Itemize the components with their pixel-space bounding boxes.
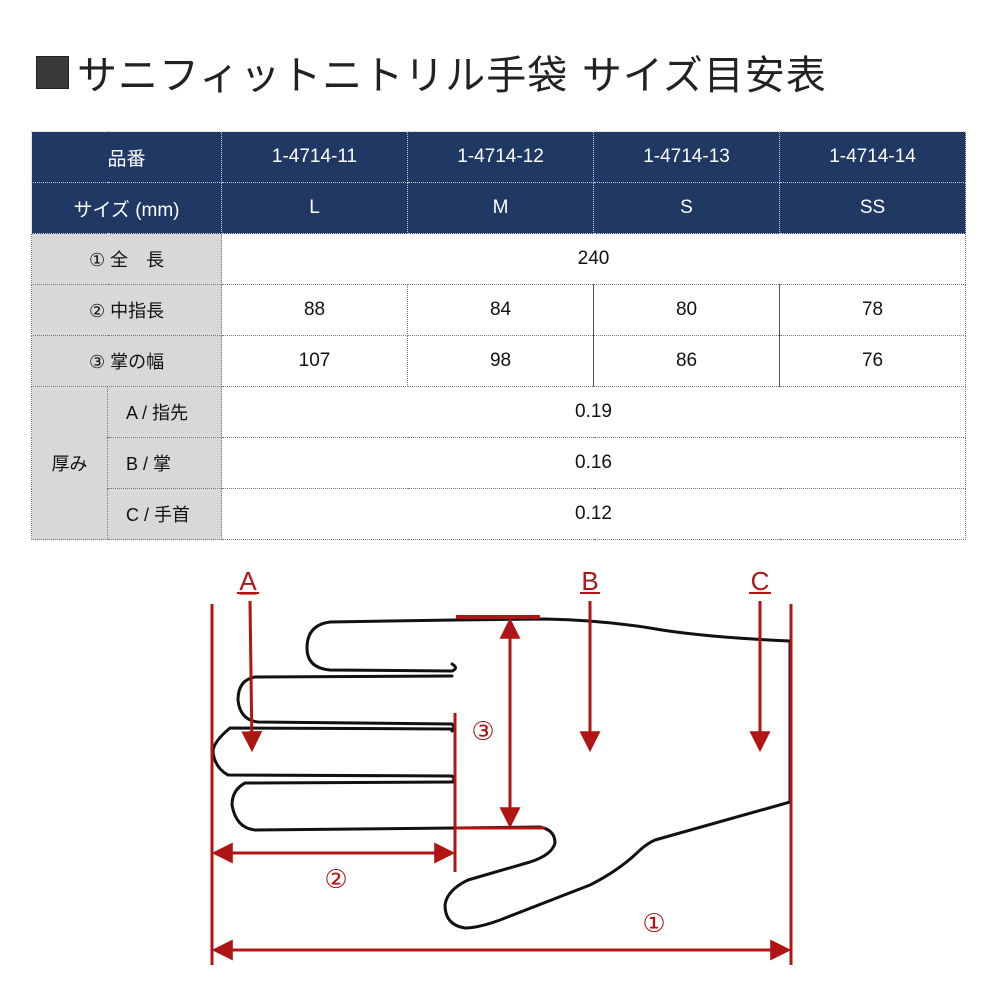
black-square-icon bbox=[36, 55, 69, 89]
size-chart-table: 品番 1-4714-11 1-4714-12 1-4714-13 1-4714-… bbox=[30, 131, 967, 540]
row-label-palm-width: ③ 掌の幅 bbox=[30, 335, 223, 387]
page-title-text: サニフィットニトリル手袋 サイズ目安表 bbox=[77, 53, 827, 99]
middle-finger-value: 80 bbox=[593, 284, 781, 336]
thickness-label-c: C / 手首 bbox=[106, 488, 223, 540]
middle-finger-value: 84 bbox=[407, 284, 595, 336]
palm-width-value: 86 bbox=[593, 335, 781, 387]
label-total-length: ① bbox=[642, 908, 665, 938]
table-row-total-length: ① 全 長 240 bbox=[30, 233, 967, 285]
product-number-cell: 1-4714-13 bbox=[593, 131, 781, 183]
header-label-product-number: 品番 bbox=[30, 131, 223, 183]
middle-finger-value: 78 bbox=[779, 284, 967, 336]
table-row-size: サイズ (mm) L M S SS bbox=[30, 182, 967, 234]
product-number-cell: 1-4714-14 bbox=[779, 131, 967, 183]
thickness-value-a: 0.19 bbox=[221, 386, 967, 438]
table-row-thickness-a: 厚み A / 指先 0.19 bbox=[31, 386, 967, 540]
glove-measurement-diagram: A B C ③ ② ① bbox=[210, 566, 793, 965]
row-label-thickness: 厚み bbox=[31, 386, 108, 540]
palm-width-value: 76 bbox=[779, 335, 967, 387]
label-c: C bbox=[751, 566, 770, 596]
size-cell: SS bbox=[779, 182, 967, 234]
palm-width-value: 98 bbox=[407, 335, 595, 387]
table-row-thickness-b: B / 掌 0.16 bbox=[32, 437, 967, 489]
table-row-thickness-c: C / 手首 0.12 bbox=[32, 488, 967, 540]
thickness-value-c: 0.12 bbox=[221, 488, 967, 540]
table-row-palm-width: ③ 掌の幅 107 98 86 76 bbox=[30, 335, 967, 387]
size-cell: L bbox=[221, 182, 409, 234]
label-a: A bbox=[239, 566, 257, 596]
label-palm-width: ③ bbox=[471, 716, 494, 746]
measurement-lines bbox=[210, 600, 793, 965]
row-label-middle-finger: ② 中指長 bbox=[30, 284, 223, 336]
total-length-value: 240 bbox=[221, 233, 967, 285]
thickness-value-b: 0.16 bbox=[221, 437, 967, 489]
thickness-label-a: A / 指先 bbox=[106, 386, 223, 438]
product-number-cell: 1-4714-12 bbox=[407, 131, 595, 183]
page-title: サニフィットニトリル手袋 サイズ目安表 bbox=[36, 44, 827, 100]
table-row-product-number: 品番 1-4714-11 1-4714-12 1-4714-13 1-4714-… bbox=[30, 131, 967, 183]
label-b: B bbox=[581, 566, 598, 596]
size-cell: M bbox=[407, 182, 595, 234]
table-row-middle-finger: ② 中指長 88 84 80 78 bbox=[30, 284, 967, 336]
row-label-total-length: ① 全 長 bbox=[30, 233, 223, 285]
thickness-label-b: B / 掌 bbox=[106, 437, 223, 489]
glove-outline bbox=[211, 617, 792, 930]
size-cell: S bbox=[593, 182, 781, 234]
header-label-size: サイズ (mm) bbox=[30, 182, 223, 234]
palm-width-value: 107 bbox=[221, 335, 409, 387]
product-number-cell: 1-4714-11 bbox=[221, 131, 409, 183]
middle-finger-value: 88 bbox=[221, 284, 409, 336]
label-middle-finger: ② bbox=[324, 864, 347, 894]
